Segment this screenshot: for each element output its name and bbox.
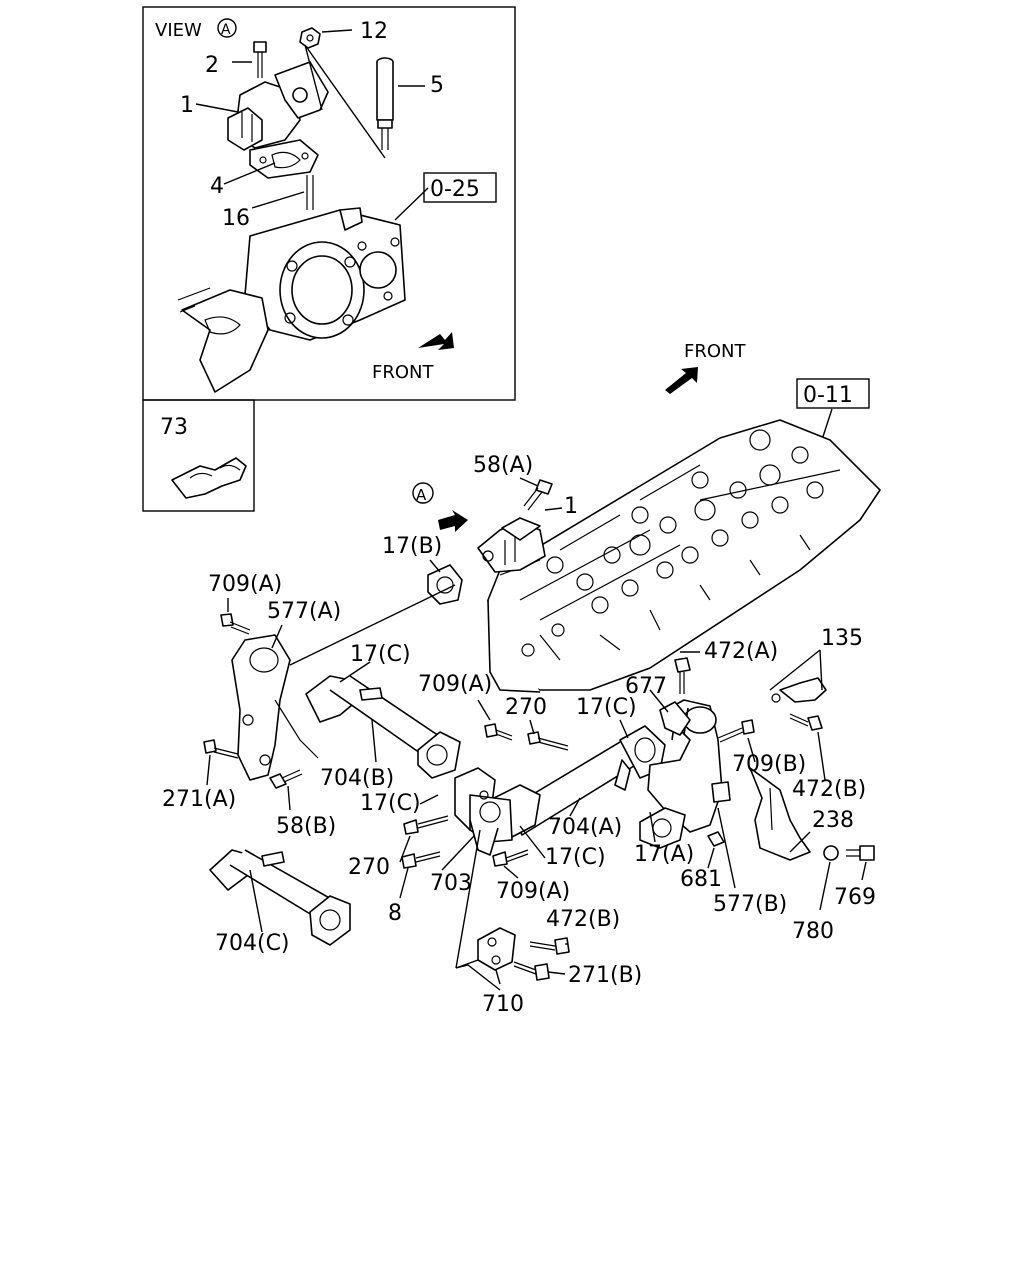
- bracket-577a-drawing: [231, 634, 319, 781]
- label-16: 16: [222, 206, 250, 231]
- elbow-577b-drawing: [639, 699, 731, 849]
- bracket-135-drawing: [771, 677, 827, 703]
- label-769: 769: [834, 885, 876, 910]
- view-marker-letter: A: [416, 486, 427, 504]
- label-58b: 58(B): [276, 814, 336, 839]
- front-arrow-main: [665, 367, 698, 394]
- label-677: 677: [625, 674, 667, 699]
- adapter-703-drawing: [454, 767, 513, 856]
- label-704c: 704(C): [215, 931, 290, 956]
- label-17c-mid: 17(C): [576, 695, 637, 720]
- view-a-inset: VIEW A: [142, 6, 516, 401]
- label-238: 238: [812, 808, 854, 833]
- label-4: 4: [210, 174, 224, 199]
- label-5: 5: [430, 73, 444, 98]
- bolt-271b-drawing: [513, 961, 550, 981]
- cylinder-head-drawing: [487, 419, 881, 693]
- egr-valve-main-drawing: [477, 517, 546, 573]
- bolt-8-drawing: [401, 851, 441, 869]
- gasket-17b-drawing: [427, 564, 463, 605]
- stud-16-drawing: [306, 175, 314, 210]
- bolt-472b-bot-drawing: [529, 937, 570, 955]
- label-270-mid: 270: [505, 695, 547, 720]
- clip-drawing: [171, 457, 247, 499]
- clip-73-box: 73: [142, 399, 255, 512]
- label-704a: 704(A): [548, 815, 622, 840]
- label-709a-top: 709(A): [208, 572, 282, 597]
- bolt-709b-drawing: [717, 719, 755, 743]
- ref-0-25: 0-25: [430, 177, 480, 202]
- pipe-704c-drawing: [209, 849, 351, 946]
- main-labels: 58(A) 1 17(B) 709(A) 577(A) 17(C) 709(A)…: [162, 453, 876, 1017]
- label-472b-bottom: 472(B): [546, 907, 620, 932]
- bolt-270-left-drawing: [403, 815, 449, 835]
- label-58a: 58(A): [473, 453, 533, 478]
- front-label-main: FRONT: [684, 341, 746, 362]
- view-circle: [217, 18, 237, 38]
- label-270-left: 270: [348, 855, 390, 880]
- label-472a: 472(A): [704, 639, 778, 664]
- label-135: 135: [821, 626, 863, 651]
- bolt-709a-mid-drawing: [484, 723, 513, 741]
- nut-12-drawing: [299, 27, 321, 49]
- washer-780-drawing: [823, 845, 839, 861]
- label-1-inset: 1: [180, 93, 194, 118]
- view-marker-circle: [412, 482, 434, 504]
- label-1-main: 1: [564, 494, 578, 519]
- label-780: 780: [792, 919, 834, 944]
- view-title: VIEW: [155, 20, 202, 41]
- bolt-270-mid-drawing: [527, 731, 569, 751]
- label-17c-top: 17(C): [350, 642, 411, 667]
- front-label-inset: FRONT: [372, 362, 434, 383]
- label-73: 73: [160, 415, 188, 440]
- bolt-472a-drawing: [674, 657, 691, 694]
- label-709b: 709(B): [732, 752, 806, 777]
- bolt-2-drawing: [253, 41, 267, 78]
- label-681: 681: [680, 867, 722, 892]
- ref-box-0-25: [423, 172, 497, 203]
- pipe-704b-drawing: [305, 675, 461, 779]
- label-710: 710: [482, 992, 524, 1017]
- label-577b: 577(B): [713, 892, 787, 917]
- bolt-5-drawing: [376, 57, 394, 150]
- label-17c-right: 17(C): [545, 845, 606, 870]
- bracket-238-drawing: [749, 767, 811, 861]
- clip-frame: [142, 399, 255, 512]
- bolt-709a-bot-drawing: [492, 849, 529, 867]
- ref-0-11: 0-11: [803, 383, 853, 408]
- bolt-271a-drawing: [203, 739, 239, 759]
- label-709a-bot: 709(A): [496, 879, 570, 904]
- label-17a: 17(A): [634, 842, 694, 867]
- label-709a-mid: 709(A): [418, 672, 492, 697]
- label-271b: 271(B): [568, 963, 642, 988]
- label-17c-left: 17(C): [360, 791, 421, 816]
- label-17b: 17(B): [382, 534, 442, 559]
- inlet-housing-drawing: [177, 207, 406, 393]
- bolt-58a-drawing: [523, 479, 553, 511]
- nut-681-drawing: [707, 831, 725, 847]
- bolt-472b-right-drawing: [789, 713, 823, 731]
- bolt-709a-top-drawing: [220, 613, 251, 635]
- ref-box-0-11: [796, 378, 870, 409]
- label-703: 703: [430, 871, 472, 896]
- bolt-769-drawing: [846, 845, 875, 861]
- view-circle-letter: A: [221, 22, 231, 38]
- label-704b: 704(B): [320, 766, 394, 791]
- egr-valve-drawing: [227, 61, 329, 179]
- bracket-710-drawing: [477, 927, 516, 971]
- label-577a: 577(A): [267, 599, 341, 624]
- label-2: 2: [205, 53, 219, 78]
- label-472b-right: 472(B): [792, 777, 866, 802]
- bolt-58b-drawing: [269, 769, 303, 789]
- front-arrow-inset: [418, 332, 454, 350]
- leader-lines: [206, 477, 867, 991]
- label-12: 12: [360, 19, 388, 44]
- view-a-frame: [142, 6, 516, 401]
- label-8: 8: [388, 901, 402, 926]
- label-271a: 271(A): [162, 787, 236, 812]
- view-arrow-main: [438, 510, 468, 532]
